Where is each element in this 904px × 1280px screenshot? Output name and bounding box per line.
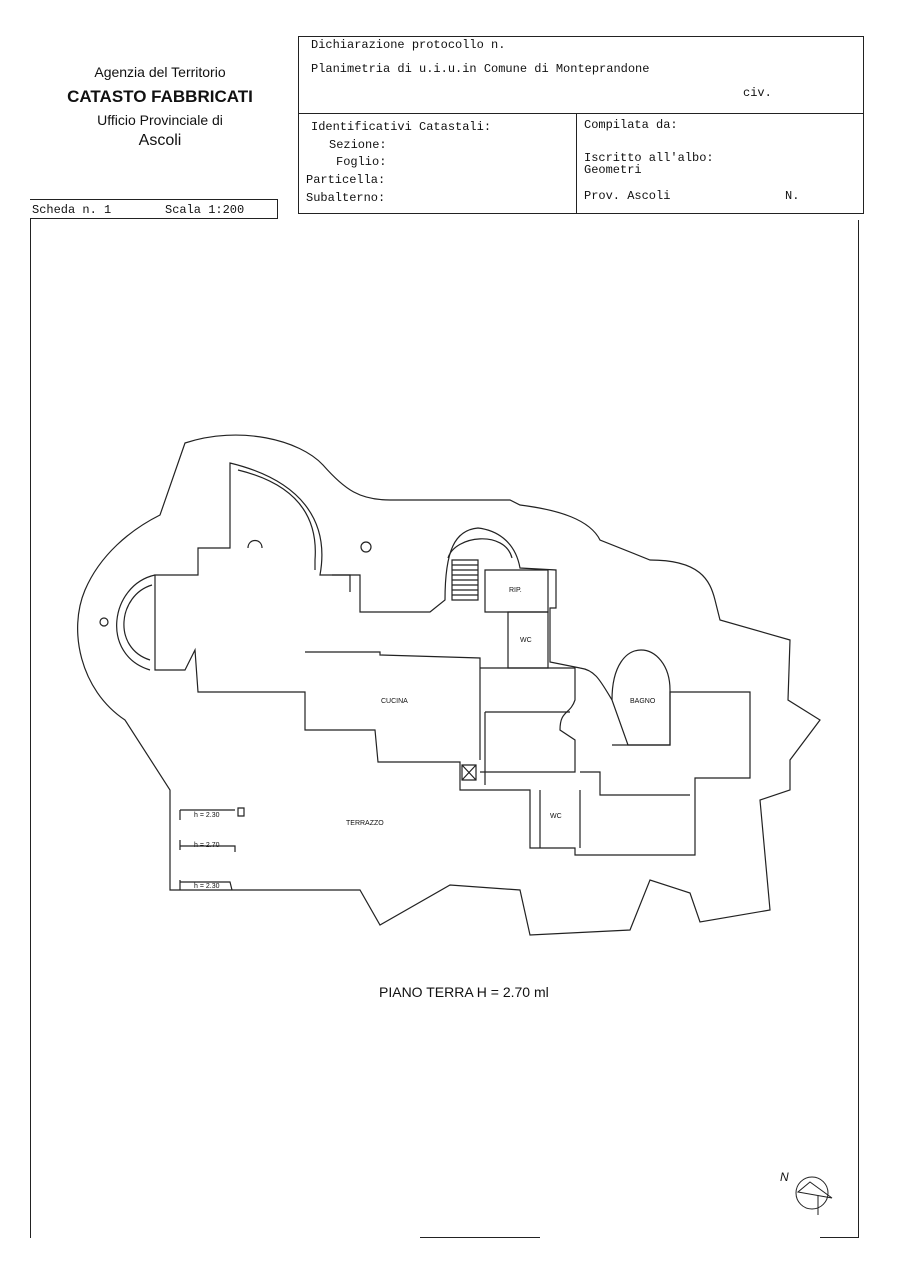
round-room-left (116, 574, 156, 671)
compilata-label: Compilata da: (584, 118, 678, 132)
geometri-label: Geometri (584, 163, 642, 177)
terrace-outline (77, 434, 821, 936)
building-outline (154, 462, 751, 856)
dichiarazione-label: Dichiarazione protocollo n. (311, 38, 506, 52)
civ-label: civ. (743, 86, 772, 100)
stair (451, 559, 479, 601)
room-wc-2: WC (550, 813, 562, 820)
identificativi-label: Identificativi Catastali: (311, 120, 492, 134)
compass-n-label: N (780, 1170, 789, 1184)
plan-caption: PIANO TERRA H = 2.70 ml (379, 984, 549, 1000)
city-label: Ascoli (138, 132, 182, 149)
north-arrow-icon (795, 1176, 833, 1215)
room-bagno: BAGNO (630, 698, 656, 705)
column-marker-left (99, 617, 109, 627)
particella-label: Particella: (306, 173, 386, 187)
agency-name: Agenzia del Territorio (94, 64, 226, 80)
scale-label: Scala 1:200 (165, 203, 245, 217)
foglio-label: Foglio: (336, 155, 387, 169)
ufficio-label: Ufficio Provinciale di (97, 112, 223, 128)
wc-walls (507, 611, 549, 669)
bagno-walls (611, 649, 671, 746)
height-label-3: h = 2.30 (194, 883, 220, 890)
n-label: N. (785, 189, 800, 203)
room-cucina: CUCINA (381, 698, 408, 705)
room-wc-1: WC (520, 637, 532, 644)
cucina-walls (305, 651, 481, 760)
catasto-title: CATASTO FABBRICATI (67, 87, 253, 106)
room-rip: RIP. (509, 587, 522, 594)
subalterno-label: Subalterno: (306, 191, 386, 205)
room-terrazzo: TERRAZZO (346, 820, 384, 827)
height-label-2: h = 2.70 (194, 842, 220, 849)
height-label-1: h = 2.30 (194, 812, 220, 819)
planimetria-label: Planimetria di u.i.u.in Comune di Montep… (311, 62, 650, 76)
iscritto-label: Iscritto all'albo: (584, 151, 714, 165)
scheda-number: Scheda n. 1 (32, 203, 112, 217)
prov-label: Prov. Ascoli (584, 189, 671, 203)
column-marker (360, 541, 372, 553)
sezione-label: Sezione: (329, 138, 387, 152)
